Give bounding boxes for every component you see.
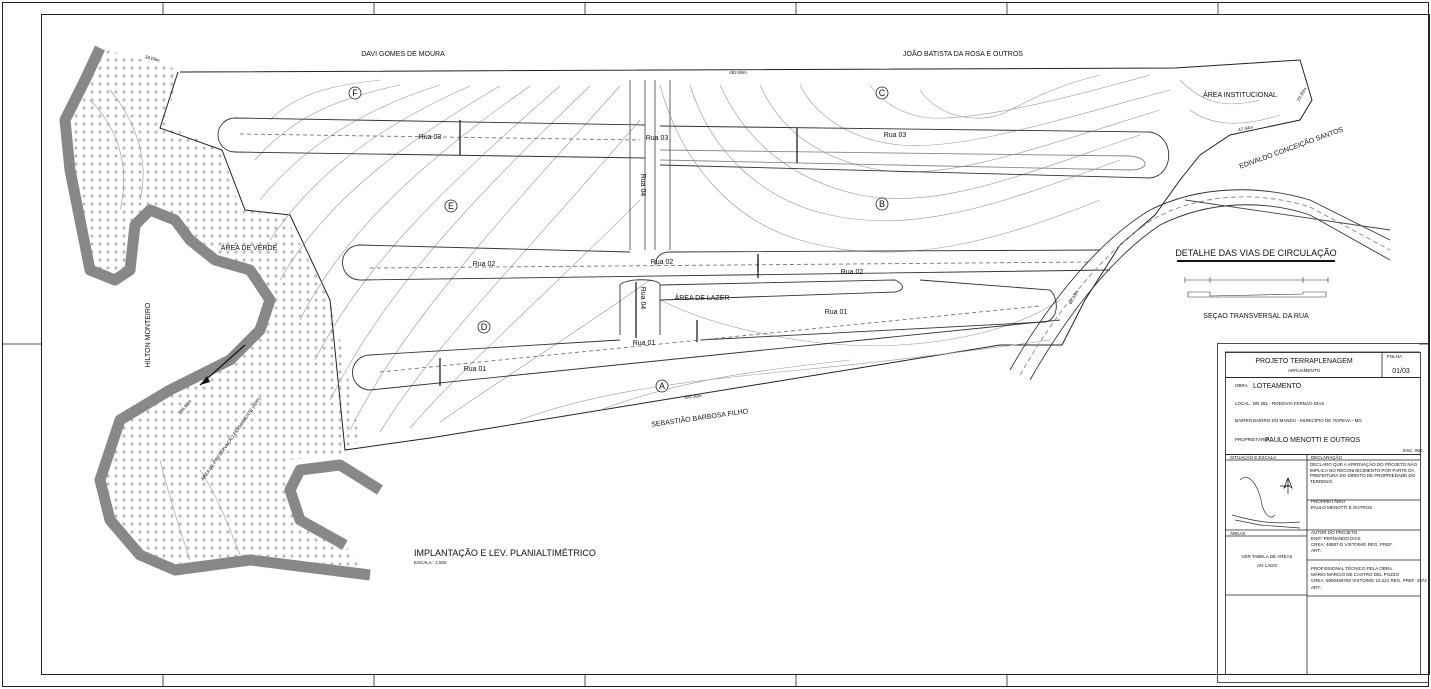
preservation-area	[59, 45, 383, 581]
block-markers	[348, 86, 889, 393]
tb-project: PROJETO TERRAPLENAGEM	[1255, 358, 1353, 365]
dimension-south: 309.36m	[684, 393, 702, 400]
street-label-rua03-a: Rua 03	[419, 134, 442, 141]
tb-author-crea: CREA: 48987-D VISTO/MG REG. PREF.	[1311, 542, 1393, 547]
tb-author-value: ENGº FERNANDO DIAS	[1311, 536, 1361, 541]
dimension-north: 492.69m	[729, 70, 747, 75]
tb-declaration-label: DECLARAÇÃO	[1311, 454, 1343, 460]
tb-owners-value: PAULO MENOTTI E OUTROS	[1265, 437, 1360, 444]
tb-tech-art: ART.:	[1311, 585, 1322, 590]
block-label-c: C	[879, 88, 886, 98]
block-label-f: F	[352, 88, 358, 98]
neighbor-east: EDIVALDO CONCEIÇÃO SANTOS	[1238, 125, 1345, 171]
app-arrow	[199, 344, 246, 386]
tb-place-value: BR 381 - RODOVIA FERNÃO DIAS	[1253, 400, 1324, 406]
street-section-title: SEÇAO TRANSVERSAL DA RUA	[1203, 313, 1309, 320]
block-label-e: E	[448, 201, 454, 211]
tb-situation-label: SITUAÇÃO E ESCALA	[1230, 454, 1276, 460]
tb-work-label: OBRA	[1235, 383, 1248, 388]
street-label-rua04-a: Rua 04	[639, 174, 646, 197]
tb-owner-sign-value: PAULO MENOTTI E OUTROS	[1311, 505, 1372, 510]
tb-areas-note-2: AO LADO	[1257, 563, 1278, 568]
tb-owner-sign-label: PROPRIETÁRIO	[1311, 498, 1346, 504]
dimension-east-b: 23.30m	[1296, 86, 1308, 102]
dimension-southeast: 68.33m	[1068, 289, 1080, 305]
tb-tech-crea: CREA: 5060469780 VISTO/MG 19.221 REG. PR…	[1311, 578, 1427, 583]
tb-areas-note-1: VER TABELA DE ÁREAS	[1241, 553, 1292, 559]
tb-declaration-text: DECLARO QUE A APROVAÇÃO DO PROJETO NÃO I…	[1310, 462, 1418, 484]
neighbor-west: HILTON MONTEIRO	[145, 302, 152, 367]
drawing-title: IMPLANTAÇÃO E LEV. PLANIALTIMÉTRICO	[414, 548, 596, 558]
tb-subproject: ARRUAMENTO	[1288, 368, 1320, 373]
area-institutional-label: ÁREA INSTITUCIONAL	[1203, 90, 1277, 99]
tb-tech-label: PROFISSIONAL TÉCNICO PELA OBRA	[1311, 565, 1392, 571]
situation-sketch	[1231, 477, 1301, 529]
area-green-label: ÁREA DE VERDE	[221, 243, 278, 252]
block-label-d: D	[481, 322, 488, 332]
tb-work-value: LOTEAMENTO	[1253, 383, 1302, 390]
title-block	[1217, 343, 1429, 683]
tb-sheet-label: FOLHA	[1387, 354, 1402, 359]
tb-sheet-number: 01/03	[1392, 368, 1410, 375]
tb-author-art: ART.:	[1311, 548, 1322, 553]
street-label-rua03-b: Rua 03	[646, 135, 669, 142]
street-label-rua01-b: Rua 01	[633, 340, 656, 347]
street-label-rua01-c: Rua 01	[825, 309, 848, 316]
street-label-rua04-b: Rua 04	[639, 287, 646, 310]
street-markers	[439, 120, 798, 386]
neighbor-north-left: DAVI GOMES DE MOURA	[361, 51, 445, 58]
drawing-scale: ESCALA : 1:500	[414, 560, 447, 565]
tb-author-label: AUTOR DO PROJETO	[1311, 530, 1358, 535]
tb-place-label: LOCAL	[1235, 401, 1250, 406]
street-detail: DETALHE DAS VIAS DE CIRCULAÇÃO SEÇAO TRA…	[1175, 248, 1336, 320]
street-label-rua02-b: Rua 02	[651, 259, 674, 266]
neighbor-north-right: JOÃO BATISTA DA ROSA E OUTROS	[903, 49, 1023, 58]
street-label-rua02-c: Rua 02	[841, 269, 864, 276]
tb-owners-label: PROPRIETÁRIO	[1235, 436, 1270, 442]
streets	[217, 80, 1391, 391]
block-label-a: A	[659, 381, 665, 391]
block-label-b: B	[879, 199, 885, 209]
street-label-rua01-a: Rua 01	[464, 366, 487, 373]
contour-lines	[89, 74, 1281, 561]
tb-areas-label: ÁREAS	[1230, 530, 1245, 536]
street-label-rua02-a: Rua 02	[473, 261, 496, 268]
dimension-northwest: 34.09m	[144, 54, 160, 63]
tb-scale-label: ESC. IND.	[1403, 448, 1424, 453]
tb-district-value: BAIRRO DO MANDU - MUNICÍPIO DE ITAPEVA -…	[1253, 417, 1362, 423]
dimension-east-a: 47.44m	[1238, 124, 1254, 132]
street-label-rua03-c: Rua 03	[884, 132, 907, 139]
tb-tech-value: MÁRIO MARCIO DE CASTRO DEL POZZO	[1311, 571, 1400, 577]
street-detail-title: DETALHE DAS VIAS DE CIRCULAÇÃO	[1175, 248, 1336, 258]
area-leisure-label: ÁREA DE LAZER	[675, 293, 730, 302]
neighbor-south: SEBASTIÃO BARBOSA FILHO	[651, 406, 749, 429]
property-boundary	[159, 59, 1313, 451]
tb-district-label: BAIRRO	[1235, 418, 1253, 423]
